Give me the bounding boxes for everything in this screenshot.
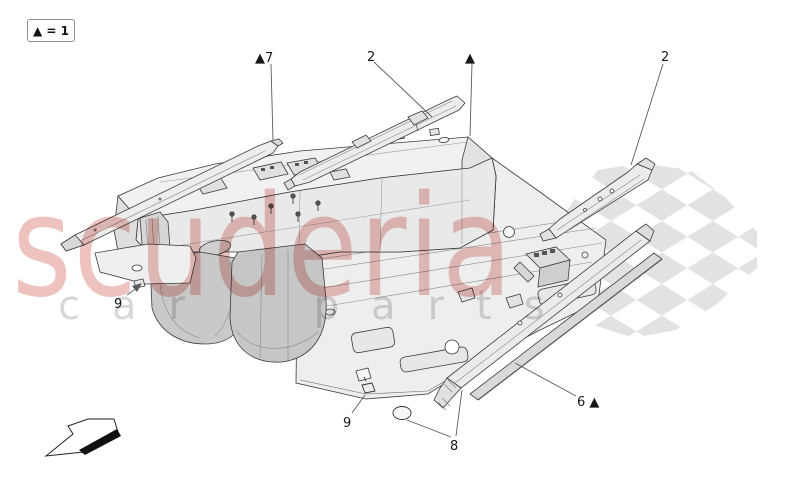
direction-arrow-icon — [44, 418, 121, 457]
sill-trim-assembly — [433, 223, 663, 411]
callout-2-left[interactable]: 2 — [367, 50, 375, 65]
right-rail — [539, 157, 656, 242]
legend-label: ▲ = 1 — [33, 23, 69, 38]
callout-lines — [126, 61, 664, 438]
callout-triangle[interactable]: ▲ — [465, 51, 475, 66]
grommet-marker — [392, 406, 412, 420]
clip-marker — [361, 382, 376, 394]
upper-rail-left — [283, 95, 466, 191]
callout-labels: ▲7 2 ▲ 2 9 9 8 6 ▲ — [114, 50, 669, 454]
callout-7[interactable]: ▲7 — [255, 51, 273, 66]
callout-2-right[interactable]: 2 — [661, 50, 669, 65]
callout-8[interactable]: 8 — [450, 439, 458, 454]
fastener-markers — [361, 376, 412, 420]
callout-9-bottom[interactable]: 9 — [343, 416, 351, 431]
legend-box: ▲ = 1 — [27, 19, 75, 42]
callout-6[interactable]: 6 ▲ — [577, 395, 599, 410]
bolt-studs — [229, 193, 321, 225]
left-sill-rail — [60, 138, 284, 252]
callout-9-left[interactable]: 9 — [114, 297, 122, 312]
